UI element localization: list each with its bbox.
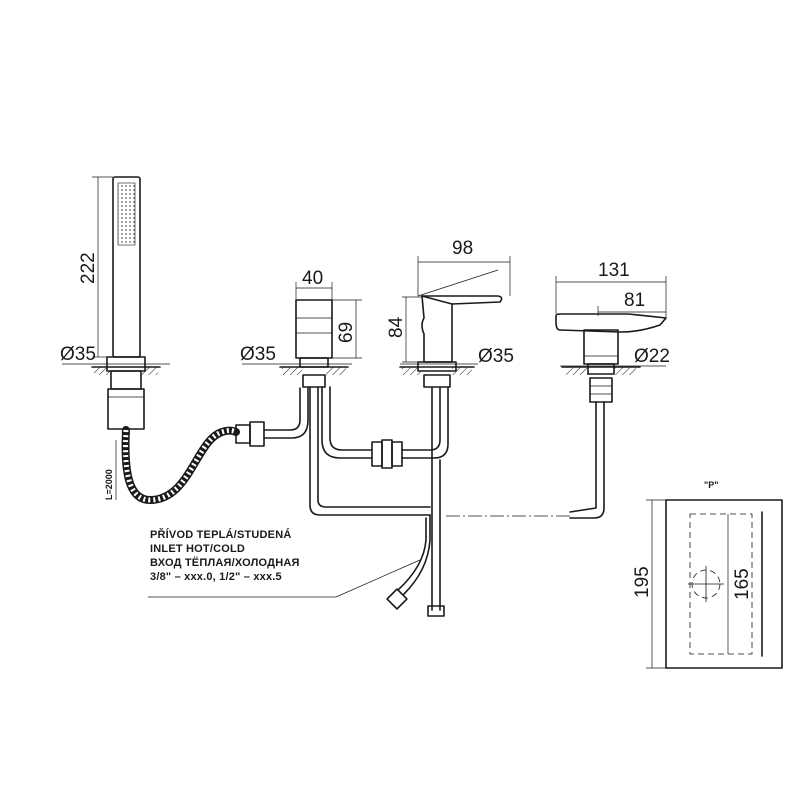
hose-length-label: L=2000	[104, 469, 114, 500]
spout-width-dimension: 131	[555, 260, 667, 318]
shower-diameter-label: Ø35	[60, 344, 96, 365]
cutout-inner-label: 165	[732, 568, 753, 600]
cutout-outer-label: 195	[632, 566, 653, 598]
column-width-label: 40	[302, 268, 323, 289]
column-height-dimension: 69	[332, 299, 362, 359]
inlet-note: PŘÍVOD TEPLÁ/STUDENÁ INLET HOT/COLD ВХОД…	[148, 528, 421, 598]
shower-hose	[121, 387, 309, 505]
column-width-dimension: 40	[295, 268, 333, 300]
detail-label: "P"	[704, 480, 719, 490]
cutout-detail: "P" 195 165	[632, 480, 783, 669]
mixer-height-dimension: 84	[386, 297, 407, 362]
hose-length-dimension: L=2000	[104, 440, 117, 500]
mixer-height-label: 84	[386, 316, 407, 338]
mixer-width-label: 98	[452, 238, 473, 259]
note-line-3: ВХОД ТЁПЛАЯ/ХОЛОДНАЯ	[150, 556, 300, 569]
spout-inner-width-dimension: 81	[597, 290, 666, 316]
spout-diameter-label: Ø22	[634, 346, 670, 367]
hand-shower	[62, 176, 170, 430]
shower-height-dimension: 222	[78, 176, 113, 358]
mixer-diameter-label: Ø35	[478, 346, 514, 367]
diverter-column	[242, 299, 352, 388]
note-line-1: PŘÍVOD TEPLÁ/STUDENÁ	[150, 528, 292, 541]
mixer-body	[399, 269, 503, 388]
supply-pipes	[309, 386, 449, 617]
shower-height-label: 222	[78, 252, 99, 284]
bath-spout	[555, 313, 667, 519]
note-line-2: INLET HOT/COLD	[150, 543, 245, 555]
spout-inner-width-label: 81	[624, 290, 645, 311]
column-height-label: 69	[336, 322, 357, 343]
column-diameter-label: Ø35	[240, 344, 276, 365]
spout-width-label: 131	[598, 260, 630, 281]
note-line-4: 3/8" – xxx.0, 1/2" – xxx.5	[150, 571, 282, 583]
mixer-width-dimension: 98	[417, 238, 511, 296]
